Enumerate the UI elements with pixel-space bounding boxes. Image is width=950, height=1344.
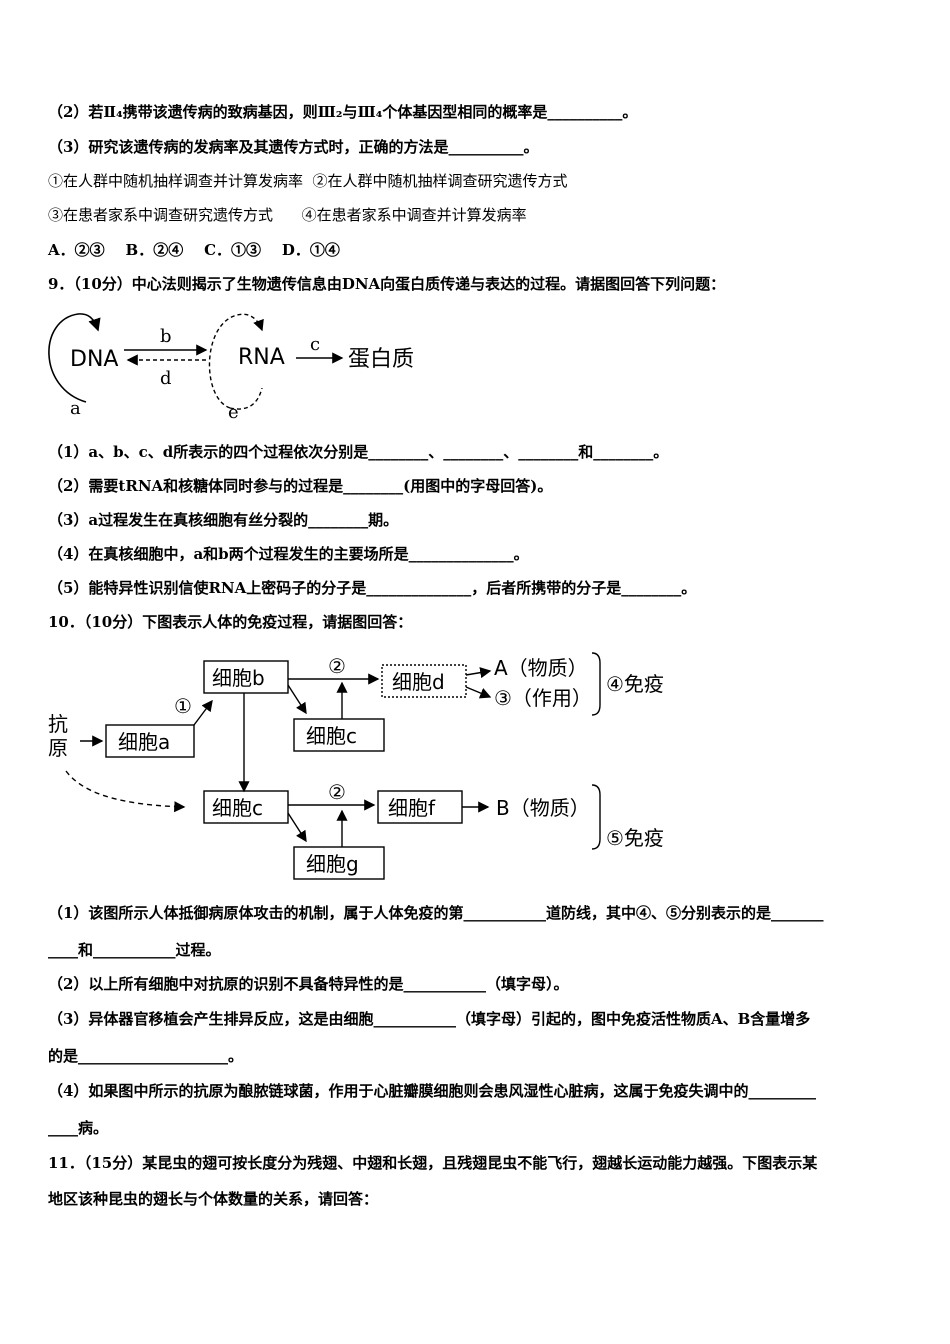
q8-part3: （3）研究该遗传病的发病率及其遗传方式时，正确的方法是__________。 — [48, 138, 539, 156]
q8-choices: A．②③ B．②④ C．①③ D．①④ — [48, 241, 340, 259]
q8-part2: （2）若Ⅱ₄携带该遗传病的致病基因，则Ⅲ₂与Ⅲ₄个体基因型相同的概率是_____… — [48, 103, 638, 121]
q9-part5: （5）能特异性识别信使RNA上密码子的分子是______________，后者所… — [48, 579, 697, 597]
label-e: e — [228, 402, 239, 423]
q8-option-line-1: ①在人群中随机抽样调查并计算发病率 ②在人群中随机抽样调查研究遗传方式 — [48, 172, 568, 190]
q10-part1-line1: （1）该图所示人体抵御病原体攻击的机制，属于人体免疫的第___________道… — [48, 904, 824, 922]
immunity-4-label: ④免疫 — [606, 672, 664, 696]
step-1-label: ① — [174, 694, 192, 718]
cell-b-label: 细胞b — [212, 666, 265, 690]
immunity-5-label: ⑤免疫 — [606, 826, 664, 850]
label-c: c — [310, 334, 320, 355]
q10-part2: （2）以上所有细胞中对抗原的识别不具备特异性的是___________（填字母）… — [48, 975, 569, 993]
step-3-label: ③（作用） — [494, 686, 592, 710]
step-2-top-label: ② — [328, 654, 346, 678]
q10-part3-line2: 的是____________________。 — [48, 1047, 244, 1065]
immune-process-diagram: 抗 原 细胞a ① 细胞b ② 细胞c 细胞d A（物质） ③（作用） ④免疫 … — [48, 652, 664, 880]
cell-b-box — [203, 660, 289, 694]
antigen-dashed-arrow — [65, 770, 186, 813]
label-a: a — [70, 398, 81, 419]
q10-part1-line2: ____和___________过程。 — [48, 941, 221, 959]
rna-label: RNA — [238, 345, 285, 370]
q10-stem: 10．（10分）下图表示人体的免疫过程，请据图回答： — [48, 613, 413, 631]
q10-part4-line1: （4）如果图中所示的抗原为酿脓链球菌，作用于心脏瓣膜细胞则会患风湿性心脏病，这属… — [48, 1082, 816, 1100]
dna-label: DNA — [70, 347, 118, 372]
cell-c-bottom-box — [203, 790, 289, 824]
cell-a-label: 细胞a — [118, 730, 170, 754]
protein-label: 蛋白质 — [348, 347, 414, 372]
antigen-char-1: 抗 — [48, 712, 68, 736]
cell-d-label: 细胞d — [392, 670, 445, 694]
q9-stem: 9．（10分）中心法则揭示了生物遗传信息由DNA向蛋白质传递与表达的过程。请据图… — [48, 275, 726, 293]
q11-stem-line2: 地区该种昆虫的翅长与个体数量的关系，请回答： — [48, 1190, 379, 1208]
cell-d-box — [381, 664, 467, 698]
cell-f-label: 细胞f — [388, 796, 436, 820]
cell-c-top-box — [293, 718, 385, 752]
step-2-bottom-label: ② — [328, 780, 346, 804]
substance-b-label: B（物质） — [496, 796, 590, 820]
cell-c-bottom-label: 细胞c — [212, 796, 263, 820]
cell-a-box — [105, 724, 195, 758]
central-dogma-diagram: DNA a b d RNA e c 蛋白质 — [48, 313, 414, 423]
label-b: b — [160, 326, 172, 347]
q9-part3: （3）a过程发生在真核细胞有丝分裂的________期。 — [48, 511, 399, 529]
rna-replication-loop-e — [208, 313, 264, 409]
q9-part2: （2）需要tRNA和核糖体同时参与的过程是________(用图中的字母回答)。 — [48, 477, 553, 495]
replication-loop-a — [48, 313, 101, 403]
q10-part3-line1: （3）异体器官移植会产生排异反应，这是由细胞___________（填字母）引起… — [48, 1010, 811, 1028]
cell-g-label: 细胞g — [306, 852, 359, 876]
substance-a-label: A（物质） — [494, 656, 588, 680]
q9-part1: （1）a、b、c、d所表示的四个过程依次分别是________、________… — [48, 443, 669, 461]
label-d: d — [160, 368, 172, 389]
q8-option-line-2: ③在患者家系中调查研究遗传方式 ④在患者家系中调查并计算发病率 — [48, 206, 527, 224]
q9-part4: （4）在真核细胞中，a和b两个过程发生的主要场所是______________。 — [48, 545, 529, 563]
antigen-char-2: 原 — [48, 736, 68, 760]
cell-c-top-label: 细胞c — [306, 724, 357, 748]
q11-stem-line1: 11．（15分）某昆虫的翅可按长度分为残翅、中翅和长翅，且残翅昆虫不能飞行，翅越… — [48, 1154, 818, 1172]
q10-part4-line2: ____病。 — [48, 1119, 109, 1137]
cell-g-box — [293, 846, 385, 880]
